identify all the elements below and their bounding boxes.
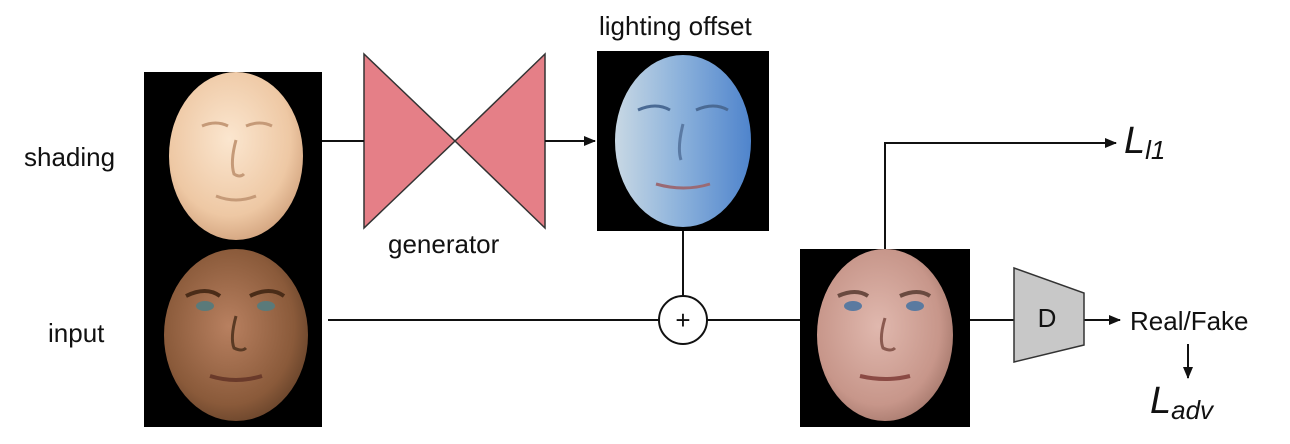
generator-block [363,52,457,230]
adv-loss-subscript: adv [1171,395,1214,425]
output-to-l1-arrow [884,138,1117,249]
lighting-offset-label: lighting offset [599,11,752,41]
l1-loss-label: Ll1 [1124,120,1166,165]
shading-label: shading [24,142,116,172]
l1-loss-symbol: L [1124,120,1146,162]
shading-face-image [144,72,322,249]
adv-loss-label: Ladv [1150,380,1214,425]
output-face-image [800,249,970,427]
input-face-image [144,249,322,427]
adv-loss-symbol: L [1150,380,1172,422]
l1-loss-subscript: l1 [1145,135,1166,165]
discriminator-label: D [1038,303,1057,333]
lighting-offset-face-image [597,51,769,231]
input-label: input [48,318,105,348]
discriminator-block [1013,266,1085,363]
plus-node [658,295,708,345]
generator-block-right [453,52,546,230]
real-fake-label: Real/Fake [1130,306,1249,336]
generator-label: generator [388,229,500,259]
plus-symbol: + [675,305,690,335]
